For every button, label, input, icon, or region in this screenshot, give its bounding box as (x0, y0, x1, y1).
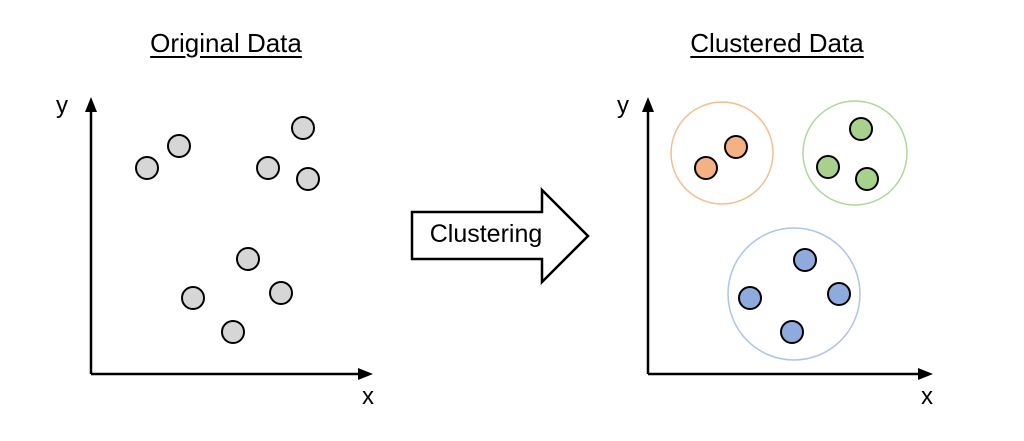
data-point (296, 167, 320, 191)
data-point (236, 247, 260, 271)
data-point-blue (738, 286, 762, 310)
data-point-orange (724, 135, 748, 159)
clustered-data-title: Clustered Data (690, 28, 864, 58)
data-point-blue (780, 320, 804, 344)
data-point-blue (827, 282, 851, 306)
data-point (181, 286, 205, 310)
cluster-outline-blue (727, 227, 861, 361)
original-x-axis-arrowhead (358, 368, 373, 380)
clustered-x-axis-label: x (921, 383, 933, 410)
data-point (291, 116, 315, 140)
original-y-axis-arrowhead (85, 97, 97, 112)
data-point-green (849, 117, 873, 141)
data-point (256, 156, 280, 180)
data-point-green (855, 167, 879, 191)
original-y-axis-label: y (56, 92, 68, 119)
clustering-arrow-label: Clustering (429, 220, 543, 248)
data-point (167, 134, 191, 158)
data-point-orange (694, 156, 718, 180)
data-point (269, 281, 293, 305)
data-point (221, 320, 245, 344)
data-point (135, 156, 159, 180)
clustered-y-axis-label: y (617, 92, 629, 119)
clustering-arrow-shape (410, 186, 590, 286)
cluster-outline-orange (670, 101, 774, 205)
data-point-green (816, 155, 840, 179)
clustered-y-axis-arrowhead (642, 97, 654, 112)
data-point-blue (793, 248, 817, 272)
original-data-title: Original Data (150, 28, 302, 58)
original-x-axis-label: x (362, 383, 374, 410)
clustered-x-axis-arrowhead (918, 368, 933, 380)
cluster-outline-green (802, 100, 908, 206)
